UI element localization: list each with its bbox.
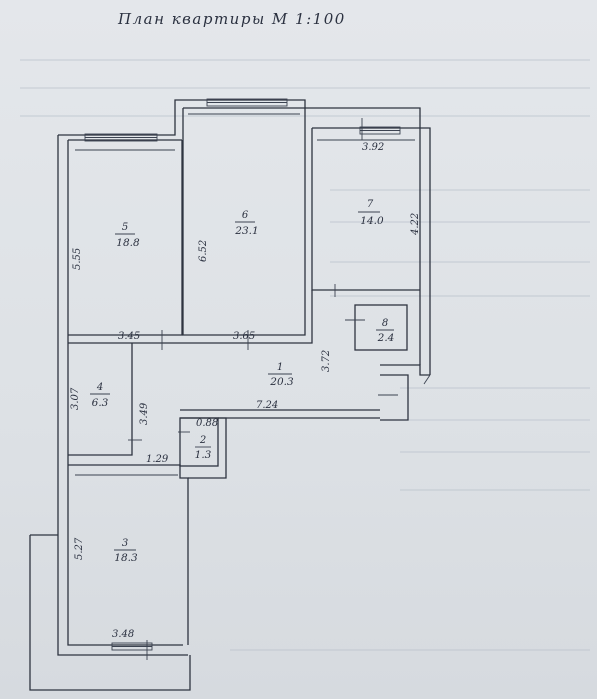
svg-text:6: 6 bbox=[242, 210, 249, 221]
room-label-1: 1 20.3 bbox=[268, 362, 294, 388]
svg-text:2.4: 2.4 bbox=[377, 332, 395, 344]
room-8-walls bbox=[354, 304, 408, 351]
room-label-3: 3 18.3 bbox=[114, 538, 138, 564]
room-1-walls bbox=[305, 290, 313, 344]
room-4-walls bbox=[68, 343, 133, 456]
dim-3-92: 3.92 bbox=[362, 142, 384, 153]
svg-text:5: 5 bbox=[122, 222, 128, 233]
room-6-walls bbox=[182, 107, 306, 336]
dim-3-65: 3.65 bbox=[233, 331, 255, 342]
outer-walls bbox=[57, 99, 431, 656]
svg-text:14.0: 14.0 bbox=[360, 215, 384, 227]
dim-3-48: 3.48 bbox=[112, 629, 134, 640]
room-label-5: 5 18.8 bbox=[115, 222, 140, 249]
dim-5-27: 5.27 bbox=[74, 537, 85, 560]
dim-0-88: 0.88 bbox=[196, 418, 218, 429]
dim-3-45: 3.45 bbox=[118, 331, 140, 342]
room-3-walls bbox=[68, 464, 189, 645]
svg-text:18.8: 18.8 bbox=[116, 237, 140, 249]
svg-text:18.3: 18.3 bbox=[114, 552, 138, 564]
dim-7-24: 7.24 bbox=[256, 400, 278, 411]
room-5-walls bbox=[68, 140, 183, 336]
dim-3-72: 3.72 bbox=[321, 350, 332, 372]
window-symbols bbox=[84, 98, 401, 651]
svg-text:6.3: 6.3 bbox=[92, 397, 109, 409]
dim-3-49: 3.49 bbox=[139, 402, 150, 425]
svg-text:23.1: 23.1 bbox=[234, 225, 258, 237]
svg-text:1: 1 bbox=[277, 362, 283, 373]
room-label-8: 8 2.4 bbox=[376, 318, 394, 344]
room-label-7: 7 14.0 bbox=[358, 199, 384, 227]
room-label-2: 2 1.3 bbox=[195, 435, 212, 461]
door-ticks bbox=[128, 118, 398, 660]
room-label-6: 6 23.1 bbox=[234, 210, 258, 237]
dim-6-52: 6.52 bbox=[198, 240, 209, 262]
svg-text:2: 2 bbox=[199, 435, 206, 446]
room-2-walls bbox=[179, 417, 219, 467]
room-label-4: 4 6.3 bbox=[90, 382, 110, 409]
dim-3-07: 3.07 bbox=[70, 387, 81, 410]
svg-text:20.3: 20.3 bbox=[269, 376, 294, 388]
plan-title: План квартиры М 1:100 bbox=[117, 10, 346, 28]
svg-text:1.3: 1.3 bbox=[195, 449, 212, 461]
dim-1-29: 1.29 bbox=[146, 454, 169, 465]
svg-text:8: 8 bbox=[382, 318, 388, 329]
dim-5-55: 5.55 bbox=[72, 248, 83, 270]
dimension-labels: 3.92 5.55 6.52 4.22 3.45 3.65 3.72 3.07 … bbox=[70, 142, 421, 640]
svg-text:3: 3 bbox=[122, 538, 128, 549]
svg-text:4: 4 bbox=[96, 382, 103, 393]
svg-text:7: 7 bbox=[367, 199, 374, 210]
dim-4-22: 4.22 bbox=[410, 213, 421, 236]
